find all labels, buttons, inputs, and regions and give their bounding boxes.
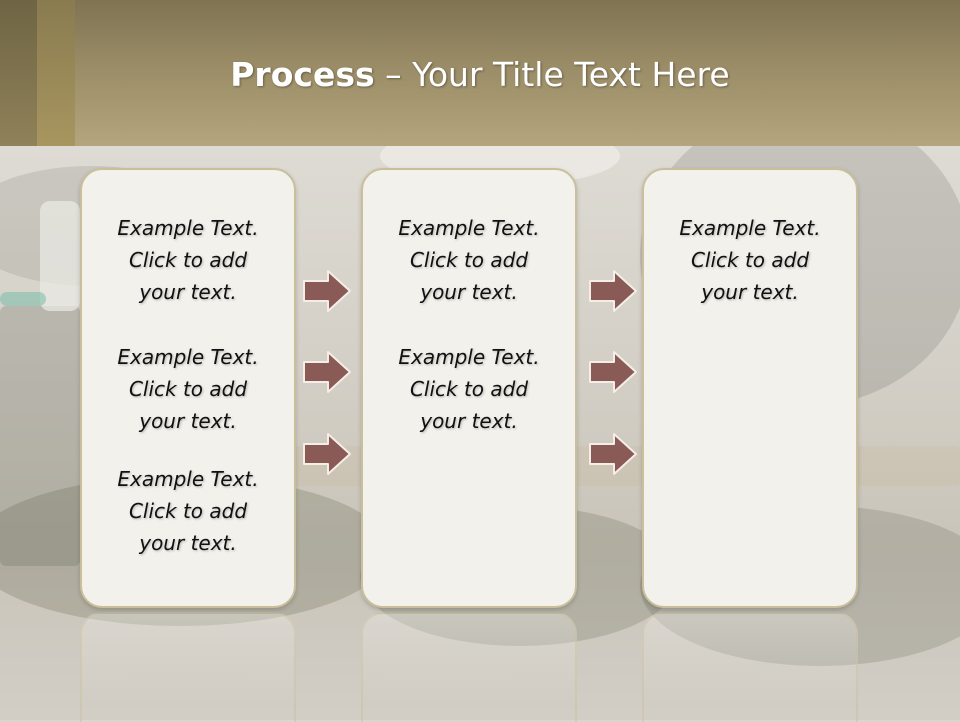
text-line: Click to add <box>128 248 248 272</box>
text-line: Example Text. <box>398 216 540 240</box>
text-placeholder[interactable]: Example Text. Click to add your text. <box>363 341 575 437</box>
text-line: Click to add <box>128 499 248 523</box>
text-line: Example Text. <box>679 216 821 240</box>
text-line: your text. <box>139 280 237 304</box>
text-line: your text. <box>139 409 237 433</box>
text-placeholder[interactable]: Example Text. Click to add your text. <box>363 212 575 308</box>
slide-title[interactable]: Process – Your Title Text Here <box>0 52 960 98</box>
text-line: your text. <box>420 280 518 304</box>
process-box-2[interactable]: Example Text. Click to add your text. Ex… <box>361 168 577 608</box>
slide-title-bold: Process <box>230 55 375 94</box>
text-line: Click to add <box>128 377 248 401</box>
text-line: Example Text. <box>398 345 540 369</box>
text-placeholder[interactable]: Example Text. Click to add your text. <box>82 341 294 437</box>
text-line: your text. <box>420 409 518 433</box>
text-placeholder[interactable]: Example Text. Click to add your text. <box>644 212 856 308</box>
slide-title-rest: – Your Title Text Here <box>374 55 730 94</box>
right-arrow-icon[interactable] <box>302 269 352 313</box>
text-line: Example Text. <box>117 216 259 240</box>
right-arrow-icon[interactable] <box>302 350 352 394</box>
text-line: Click to add <box>690 248 810 272</box>
text-line: your text. <box>701 280 799 304</box>
text-placeholder[interactable]: Example Text. Click to add your text. <box>82 463 294 559</box>
title-bar: Process – Your Title Text Here <box>0 0 960 146</box>
process-box-3[interactable]: Example Text. Click to add your text. <box>642 168 858 608</box>
text-line: Example Text. <box>117 345 259 369</box>
right-arrow-icon[interactable] <box>588 269 638 313</box>
right-arrow-icon[interactable] <box>588 432 638 476</box>
box-reflection <box>361 612 577 722</box>
text-line: Example Text. <box>117 467 259 491</box>
right-arrow-icon[interactable] <box>302 432 352 476</box>
box-reflection <box>80 612 296 722</box>
text-line: Click to add <box>409 377 529 401</box>
header-accent-strip-dark <box>0 0 37 146</box>
process-box-1[interactable]: Example Text. Click to add your text. Ex… <box>80 168 296 608</box>
header-accent-strip-light <box>37 0 75 146</box>
box-reflection <box>642 612 858 722</box>
text-line: Click to add <box>409 248 529 272</box>
right-arrow-icon[interactable] <box>588 350 638 394</box>
text-line: your text. <box>139 531 237 555</box>
text-placeholder[interactable]: Example Text. Click to add your text. <box>82 212 294 308</box>
